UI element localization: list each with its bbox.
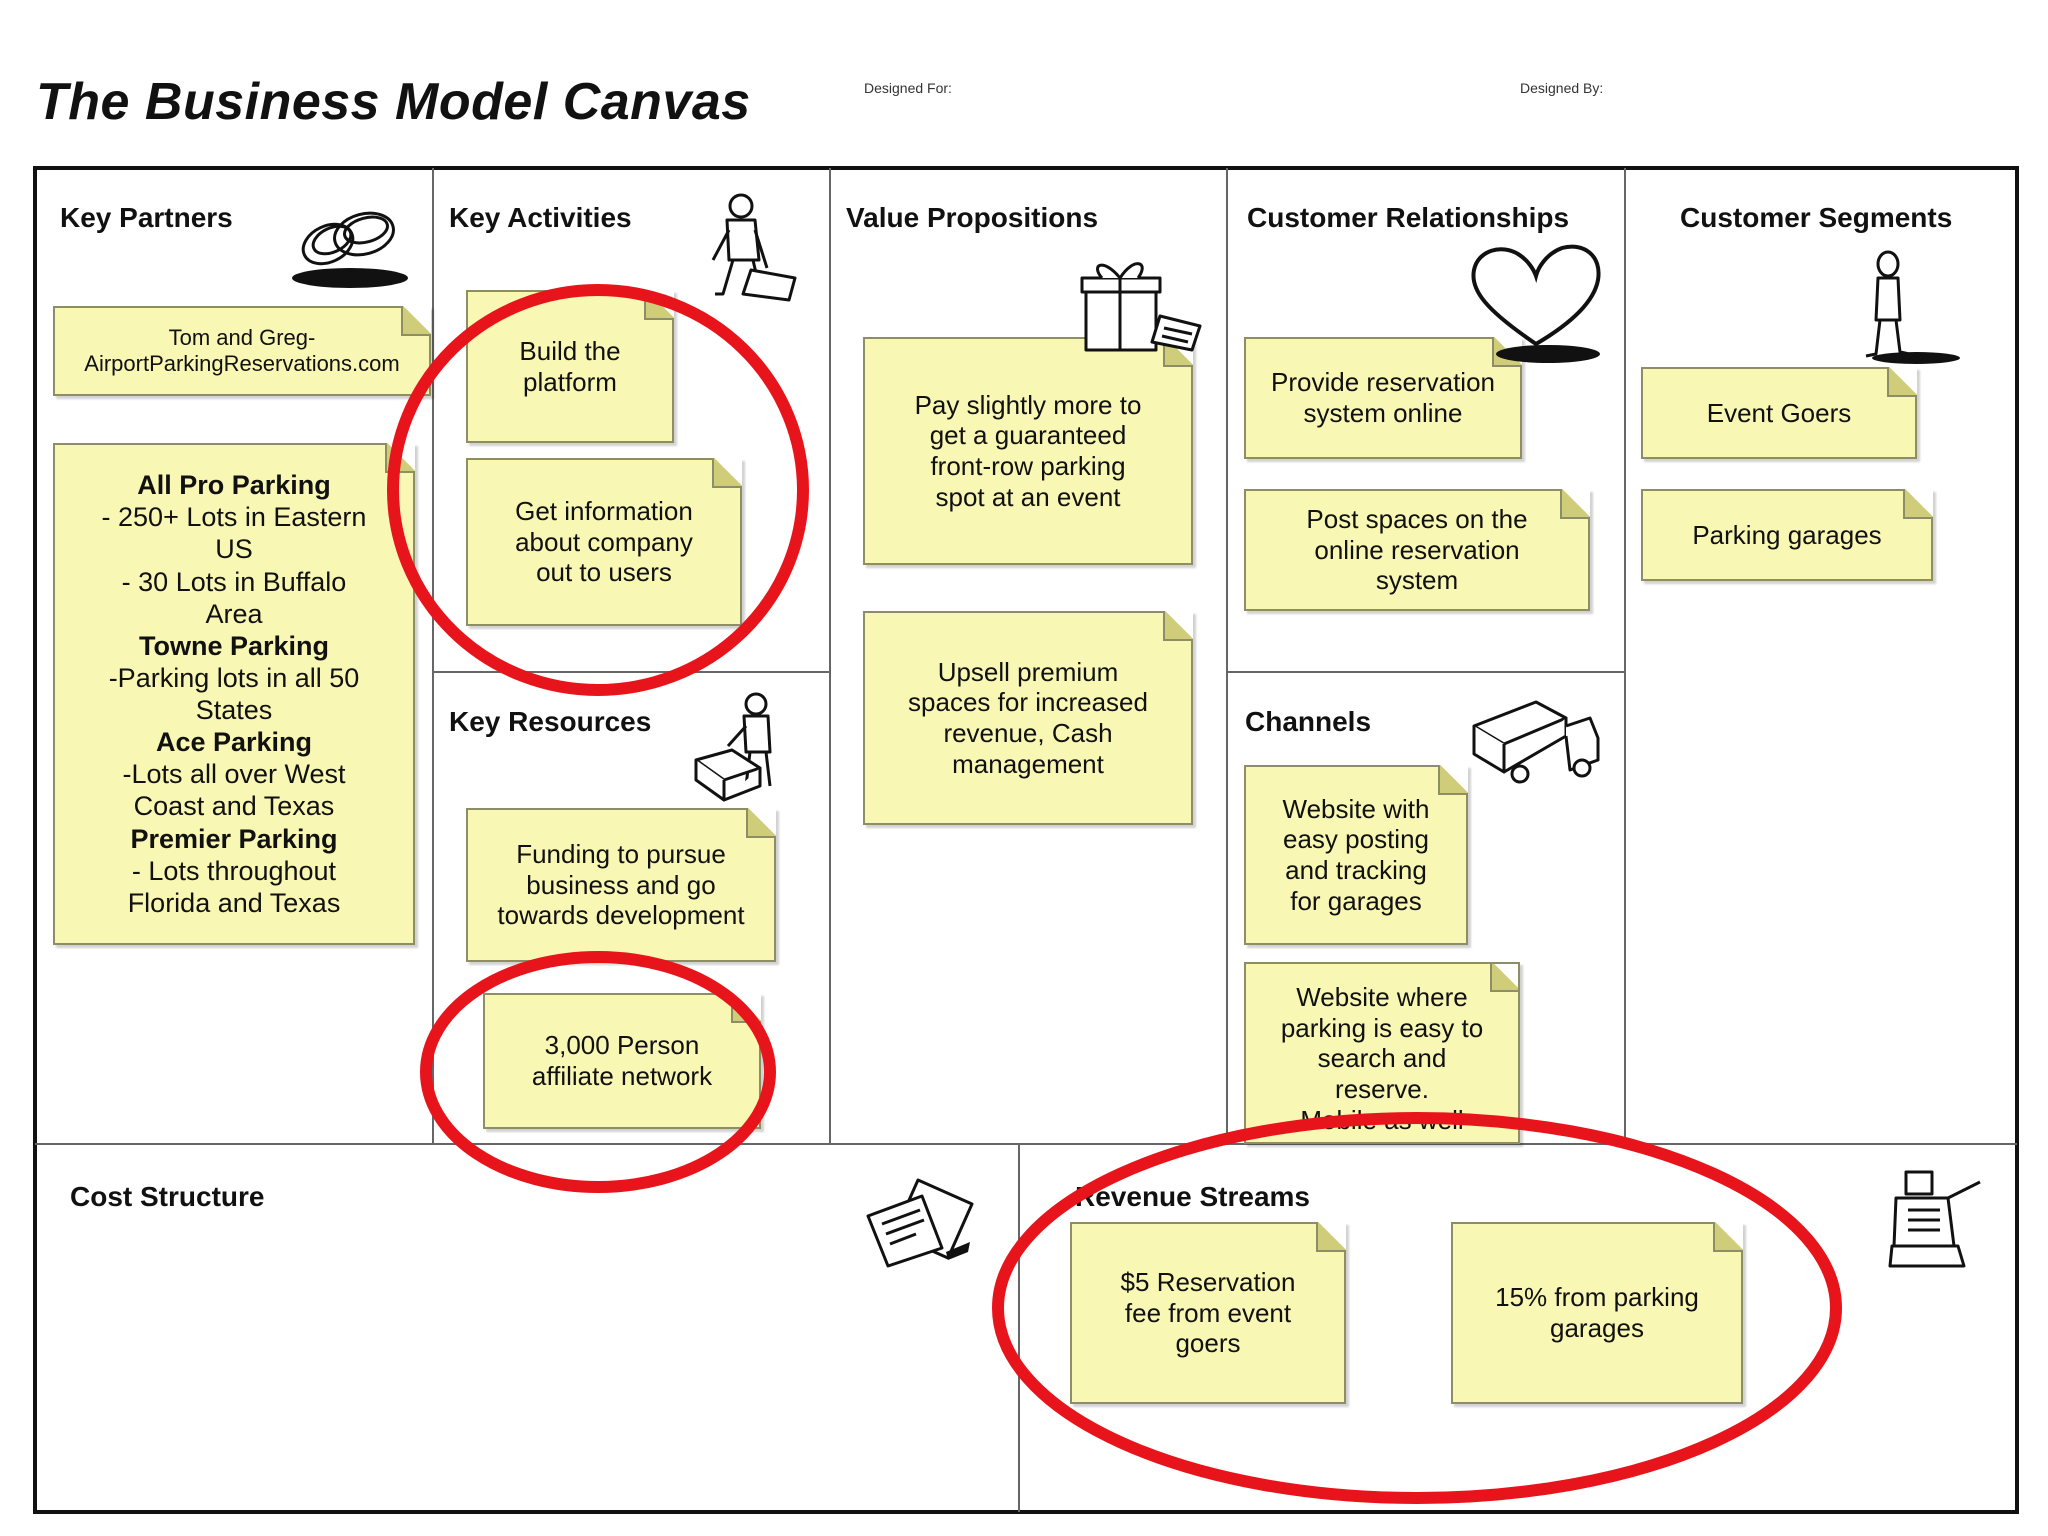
cost-structure-title: Cost Structure	[70, 1181, 265, 1212]
partner-name: All Pro Parking	[137, 470, 331, 501]
gift-icon	[1080, 262, 1202, 352]
key-activities-title: Key Activities	[449, 202, 632, 233]
divider	[829, 168, 831, 1145]
sticky-note: Website with easy posting and tracking f…	[1244, 765, 1468, 945]
partner-name: Ace Parking	[155, 727, 313, 758]
heart-icon	[1471, 244, 1601, 363]
sticky-note: Website where parking is easy to search …	[1244, 962, 1520, 1144]
divider	[432, 168, 434, 1145]
partner-detail: - Lots throughout Florida and Texas	[127, 855, 341, 918]
partner-name: Premier Parking	[130, 823, 338, 854]
revenue-streams-title: Revenue Streams	[1075, 1181, 1311, 1212]
sticky-note: Funding to pursue business and go toward…	[466, 808, 776, 962]
partner-detail: -Lots all over West Coast and Texas	[122, 759, 346, 822]
customer-relationships-title: Customer Relationships	[1247, 202, 1570, 233]
chain-links-icon	[292, 211, 408, 288]
divider	[432, 671, 829, 673]
partner-detail: - 250+ Lots in Eastern US	[101, 502, 367, 565]
sticky-note-partners: All Pro Parking - 250+ Lots in Eastern U…	[53, 443, 415, 945]
partner-name: Towne Parking	[138, 630, 330, 661]
sticky-note: Build the platform	[466, 290, 674, 443]
worker-icon	[711, 193, 797, 302]
key-resources-title: Key Resources	[449, 706, 652, 737]
sticky-note: 15% from parking garages	[1451, 1222, 1743, 1404]
value-propositions-title: Value Propositions	[846, 202, 1099, 233]
sticky-note: Post spaces on the online reservation sy…	[1244, 489, 1590, 611]
divider	[1018, 1145, 1020, 1512]
person-icon	[1865, 250, 1960, 364]
page-title: The Business Model Canvas	[36, 73, 751, 131]
invoice-icon	[866, 1178, 974, 1268]
channels-title: Channels	[1245, 706, 1372, 737]
divider	[1624, 168, 1626, 1145]
sticky-note: Pay slightly more to get a guaranteed fr…	[863, 337, 1193, 565]
sticky-note: Get information about company out to use…	[466, 458, 742, 626]
divider	[1226, 168, 1228, 1145]
customer-segments-title: Customer Segments	[1680, 202, 1953, 233]
sticky-note: Provide reservation system online	[1244, 337, 1522, 459]
divider	[35, 1143, 2017, 1145]
worker-with-boxes-icon	[694, 692, 772, 802]
sticky-note: Upsell premium spaces for increased reve…	[863, 611, 1193, 825]
partner-detail: -Parking lots in all 50 States	[108, 662, 360, 725]
designed-by-label: Designed By:	[1520, 80, 1604, 96]
canvas-frame	[33, 166, 2019, 1514]
sticky-note: Event Goers	[1641, 367, 1917, 459]
sticky-note: Tom and Greg- AirportParkingReservations…	[53, 306, 431, 396]
sticky-note: Parking garages	[1641, 489, 1933, 581]
designed-for-label: Designed For:	[864, 80, 952, 96]
sticky-note: 3,000 Person affiliate network	[483, 993, 761, 1129]
divider	[1226, 671, 1624, 673]
cash-register-icon	[1888, 1170, 1981, 1268]
truck-icon	[1472, 700, 1600, 784]
key-partners-title: Key Partners	[60, 202, 233, 233]
sticky-note: $5 Reservation fee from event goers	[1070, 1222, 1346, 1404]
partner-detail: - 30 Lots in Buffalo Area	[121, 566, 347, 629]
